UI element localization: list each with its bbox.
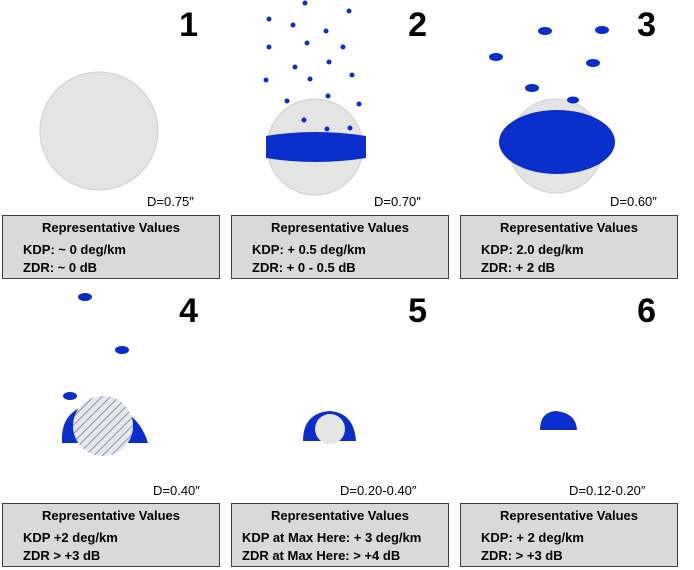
- kdp-value: KDP +2 deg/km: [23, 530, 118, 545]
- drop: [307, 76, 313, 82]
- panel-number: 5: [408, 292, 427, 330]
- drop: [266, 16, 272, 22]
- diameter-label: D=0.75″: [147, 194, 194, 209]
- drop: [284, 98, 290, 104]
- drop: [263, 77, 269, 83]
- panel-number: 1: [179, 6, 198, 44]
- water-ring: [266, 132, 366, 162]
- values-box: Representative Values KDP: ~ 0 deg/km ZD…: [2, 215, 220, 279]
- drop: [115, 346, 129, 354]
- diameter-label: D=0.40″: [153, 483, 200, 498]
- drop: [525, 84, 539, 92]
- values-box: Representative Values KDP at Max Here: +…: [231, 503, 449, 567]
- drop: [301, 117, 307, 123]
- panel-2: 2 D=0.70″ Representative Values KDP: + 0…: [229, 0, 455, 284]
- diameter-label: D=0.70″: [374, 194, 421, 209]
- diameter-label: D=0.12-0.20″: [569, 483, 646, 498]
- zdr-value: ZDR: ~ 0 dB: [23, 260, 98, 275]
- panel-3: 3 D=0.60″ Representative Values KDP: 2.0…: [458, 0, 684, 284]
- drop: [346, 8, 352, 14]
- diameter-label: D=0.20-0.40″: [340, 483, 417, 498]
- drop: [304, 40, 310, 46]
- diameter-label: D=0.60″: [610, 194, 657, 209]
- drop: [349, 72, 355, 78]
- large-raindrop: [540, 411, 577, 430]
- shedding-drops: [263, 0, 362, 132]
- drop: [489, 53, 503, 61]
- drop: [323, 28, 329, 34]
- shed-raindrops: [489, 26, 609, 104]
- values-box: Representative Values KDP: + 2 deg/km ZD…: [460, 503, 678, 567]
- zdr-value: ZDR: > +3 dB: [481, 548, 563, 563]
- hailstone-melting-illustration: [263, 0, 366, 196]
- kdp-value: KDP at Max Here: + 3 deg/km: [242, 530, 422, 545]
- drop: [347, 125, 353, 131]
- values-title: Representative Values: [270, 220, 410, 235]
- drop: [586, 59, 600, 67]
- values-title: Representative Values: [41, 220, 181, 235]
- zdr-value: ZDR: + 0 - 0.5 dB: [252, 260, 356, 275]
- water-torus: [499, 110, 615, 174]
- kdp-value: KDP: 2.0 deg/km: [481, 242, 584, 257]
- drop: [325, 93, 331, 99]
- zdr-value: ZDR > +3 dB: [23, 548, 101, 563]
- ice-core: [315, 414, 345, 444]
- drop: [292, 64, 298, 70]
- zdr-value: ZDR: + 2 dB: [481, 260, 556, 275]
- hatched-ice-core: [73, 396, 133, 456]
- values-title: Representative Values: [41, 508, 181, 523]
- panel-number: 2: [408, 6, 427, 44]
- panel-5: 5 D=0.20-0.40″ Representative Values KDP…: [229, 286, 455, 570]
- panel-4: 4 D=0.40″ Representative Values KDP +2 d…: [0, 286, 226, 570]
- melting-graupel-illustration: [303, 411, 356, 444]
- drop: [538, 27, 552, 35]
- values-box: Representative Values KDP: + 0.5 deg/km …: [231, 215, 449, 279]
- raindrop-illustration: [540, 411, 577, 430]
- panel-1: 1 D=0.75″ Representative Values KDP: ~ 0…: [0, 0, 226, 284]
- drop: [595, 26, 609, 34]
- drop: [340, 44, 346, 50]
- hailstone-water-coated-illustration: [489, 26, 615, 194]
- values-box: Representative Values KDP +2 deg/km ZDR …: [2, 503, 220, 567]
- values-box: Representative Values KDP: 2.0 deg/km ZD…: [460, 215, 678, 279]
- values-title: Representative Values: [499, 508, 639, 523]
- drop: [324, 126, 330, 132]
- dry-hailstone: [39, 71, 159, 191]
- drop: [290, 22, 296, 28]
- kdp-value: KDP: + 0.5 deg/km: [252, 242, 366, 257]
- small-hail-illustration: [61, 293, 148, 456]
- kdp-value: KDP: + 2 deg/km: [481, 530, 584, 545]
- drop: [356, 101, 362, 107]
- panel-number: 6: [637, 292, 656, 330]
- panel-number: 3: [637, 6, 656, 44]
- hailstone-dry-illustration: [39, 71, 159, 191]
- drop: [567, 96, 579, 104]
- drop: [63, 392, 77, 400]
- values-title: Representative Values: [499, 220, 639, 235]
- kdp-value: KDP: ~ 0 deg/km: [23, 242, 126, 257]
- zdr-value: ZDR at Max Here: > +4 dB: [242, 548, 401, 563]
- drop: [78, 293, 92, 301]
- drop: [326, 59, 332, 65]
- drop: [302, 0, 308, 6]
- panel-6: 6 D=0.12-0.20″ Representative Values KDP…: [458, 286, 684, 570]
- values-title: Representative Values: [270, 508, 410, 523]
- drop: [266, 44, 272, 50]
- panel-number: 4: [179, 292, 198, 330]
